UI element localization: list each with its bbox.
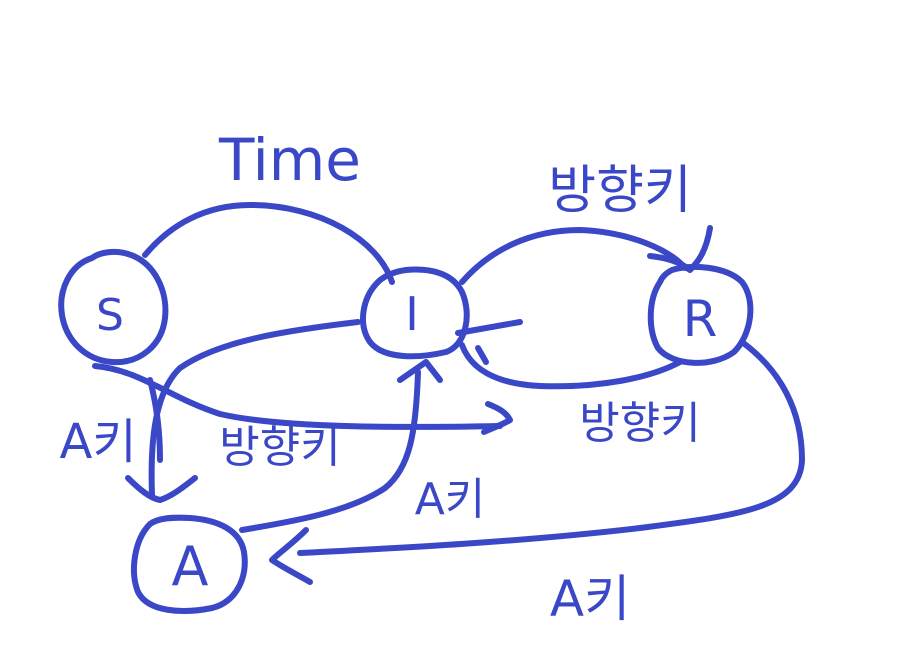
label-direction-key-top: 방향키 [548, 161, 692, 221]
arrowhead-i-bottom [475, 345, 489, 365]
arrowhead-r-to-a [269, 527, 313, 585]
arrowhead-s-to-r [481, 401, 513, 435]
label-direction-key-middle: 방향키 [579, 398, 700, 449]
label-a-key-center: A키 [415, 474, 486, 525]
arrowhead-a-to-i [397, 359, 443, 383]
edge-i-to-r-top [459, 227, 688, 285]
edge-a-to-i [239, 369, 421, 533]
edge-r-to-a [297, 339, 805, 556]
node-r-label: R [683, 290, 718, 348]
label-direction-key-left: 방향키 [219, 422, 340, 473]
node-s-circle [58, 248, 169, 366]
node-a-circle [131, 514, 248, 614]
edge-i-to-a-direction [148, 319, 361, 498]
label-a-key-left: A키 [60, 414, 137, 470]
edge-s-to-i-time [142, 202, 395, 285]
node-a-label: A [172, 535, 209, 598]
edge-a-to-s-stub [147, 377, 163, 463]
node-r-circle [647, 263, 754, 366]
node-s-label: S [96, 290, 124, 341]
edge-s-to-r-direction [92, 363, 503, 430]
arrowhead-i-to-a [125, 475, 198, 503]
label-time: Time [218, 126, 361, 194]
label-a-key-bottom: A키 [550, 570, 630, 628]
node-i-label: I [405, 287, 419, 341]
edge-r-to-i-bottom [459, 342, 683, 390]
edge-i-tick [455, 319, 523, 336]
arrowhead-r-top [647, 225, 713, 273]
